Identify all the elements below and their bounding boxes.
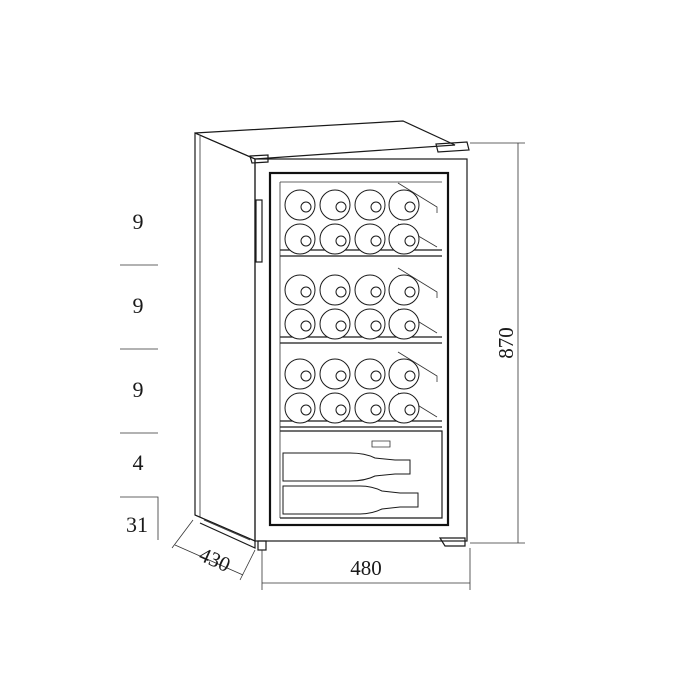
- bottle-shelf-1-row-2-col-2: [319, 223, 351, 255]
- bottle-shelf-3-row-2-col-1: [284, 392, 316, 424]
- door-handle[interactable]: [255, 199, 263, 263]
- bottom-shelf-clip: [371, 440, 391, 448]
- bottle-shelf-1-row-1-col-2: [319, 189, 351, 221]
- bottle-neck-shelf-3-row-1-col-4: [404, 370, 416, 382]
- total-bracket: [120, 496, 159, 540]
- capacity-column: 9 9 9 4 31: [120, 209, 159, 540]
- bottle-shelf-1-row-2-col-1: [284, 223, 316, 255]
- width-dimension-label: 480: [350, 556, 382, 580]
- cabinet-side-panel: [194, 132, 256, 542]
- bottle-shelf-1-row-1-col-3: [354, 189, 386, 221]
- bottle-neck-shelf-3-row-2-col-1: [300, 404, 312, 416]
- depth-ext-rear: [171, 519, 194, 549]
- bottle-shelf-3-row-2-col-3: [354, 392, 386, 424]
- bottle-neck-shelf-3-row-1-col-3: [370, 370, 382, 382]
- bottle-neck-shelf-2-row-1-col-2: [335, 286, 347, 298]
- bottle-neck-shelf-1-row-1-col-3: [370, 201, 382, 213]
- bottle-shelf-1-row-1-col-4: [388, 189, 420, 221]
- door-glass-inner-frame: [268, 171, 450, 527]
- bottles-group: [284, 189, 420, 424]
- bottle-shelf-3-row-1-col-4: [388, 358, 420, 390]
- shelf-3-bottle-count: 9: [133, 377, 144, 402]
- top-hinge-right: [435, 141, 470, 153]
- bottle-shelf-3-row-1-col-3: [354, 358, 386, 390]
- bottle-neck-shelf-3-row-2-col-2: [335, 404, 347, 416]
- bottle-shelf-2-row-2-col-3: [354, 308, 386, 340]
- bottle-shelf-2-row-2-col-4: [388, 308, 420, 340]
- depth-dimension-label: 430: [196, 542, 235, 577]
- front-left-foot: [257, 540, 267, 551]
- bottle-neck-shelf-3-row-2-col-4: [404, 404, 416, 416]
- shelf-2-bottle-count: 9: [133, 293, 144, 318]
- height-dimension-label: 870: [494, 327, 518, 359]
- glass-door[interactable]: [254, 158, 468, 542]
- bottle-neck-shelf-2-row-1-col-3: [370, 286, 382, 298]
- bottle-neck-shelf-3-row-2-col-3: [370, 404, 382, 416]
- bottle-shelf-3-row-2-col-4: [388, 392, 420, 424]
- door-outer-frame: [254, 158, 468, 542]
- lying-bottle-lower: [282, 485, 419, 515]
- bottom-bottles: [282, 440, 419, 515]
- bottle-shelf-2-row-2-col-1: [284, 308, 316, 340]
- bottle-shelf-2-row-2-col-2: [319, 308, 351, 340]
- top-hinge-left: [249, 154, 269, 164]
- bottle-neck-shelf-1-row-2-col-2: [335, 235, 347, 247]
- bottle-shelf-3-row-2-col-2: [319, 392, 351, 424]
- cabinet-top: [194, 120, 456, 160]
- bottle-neck-shelf-2-row-2-col-2: [335, 320, 347, 332]
- depth-ext-front: [239, 549, 256, 581]
- total-bottle-count: 31: [126, 512, 148, 537]
- dimension-lines: 870 480 430: [171, 142, 525, 590]
- bottle-neck-shelf-1-row-1-col-4: [404, 201, 416, 213]
- bottle-neck-shelf-2-row-2-col-4: [404, 320, 416, 332]
- bottom-bottle-count: 4: [133, 450, 144, 475]
- bottle-shelf-2-row-1-col-3: [354, 274, 386, 306]
- rear-vent-line: [203, 519, 251, 541]
- bottle-neck-shelf-1-row-2-col-1: [300, 235, 312, 247]
- lying-bottle-upper: [282, 452, 411, 482]
- bottle-shelf-2-row-1-col-2: [319, 274, 351, 306]
- bottle-neck-shelf-3-row-1-col-1: [300, 370, 312, 382]
- bottle-shelf-1-row-1-col-1: [284, 189, 316, 221]
- bottle-shelf-1-row-2-col-3: [354, 223, 386, 255]
- depth-dimension-line: [174, 544, 244, 576]
- bottle-shelf-3-row-1-col-1: [284, 358, 316, 390]
- bottle-neck-shelf-2-row-2-col-1: [300, 320, 312, 332]
- bottle-neck-shelf-1-row-1-col-1: [300, 201, 312, 213]
- shelf-1-bottle-count: 9: [133, 209, 144, 234]
- bottle-shelf-2-row-1-col-1: [284, 274, 316, 306]
- bottom-compartment-frame: [280, 430, 443, 519]
- bottle-neck-shelf-1-row-1-col-2: [335, 201, 347, 213]
- front-right-foot: [438, 537, 466, 547]
- base-kickplate: [194, 514, 256, 549]
- bottle-shelf-3-row-1-col-2: [319, 358, 351, 390]
- bottle-neck-shelf-2-row-1-col-1: [300, 286, 312, 298]
- bottle-neck-shelf-3-row-1-col-2: [335, 370, 347, 382]
- bottle-neck-shelf-1-row-2-col-3: [370, 235, 382, 247]
- bottle-neck-shelf-1-row-2-col-4: [404, 235, 416, 247]
- bottle-neck-shelf-2-row-2-col-3: [370, 320, 382, 332]
- bottle-neck-shelf-2-row-1-col-4: [404, 286, 416, 298]
- bottle-shelf-2-row-1-col-4: [388, 274, 420, 306]
- bottle-shelf-1-row-2-col-4: [388, 223, 420, 255]
